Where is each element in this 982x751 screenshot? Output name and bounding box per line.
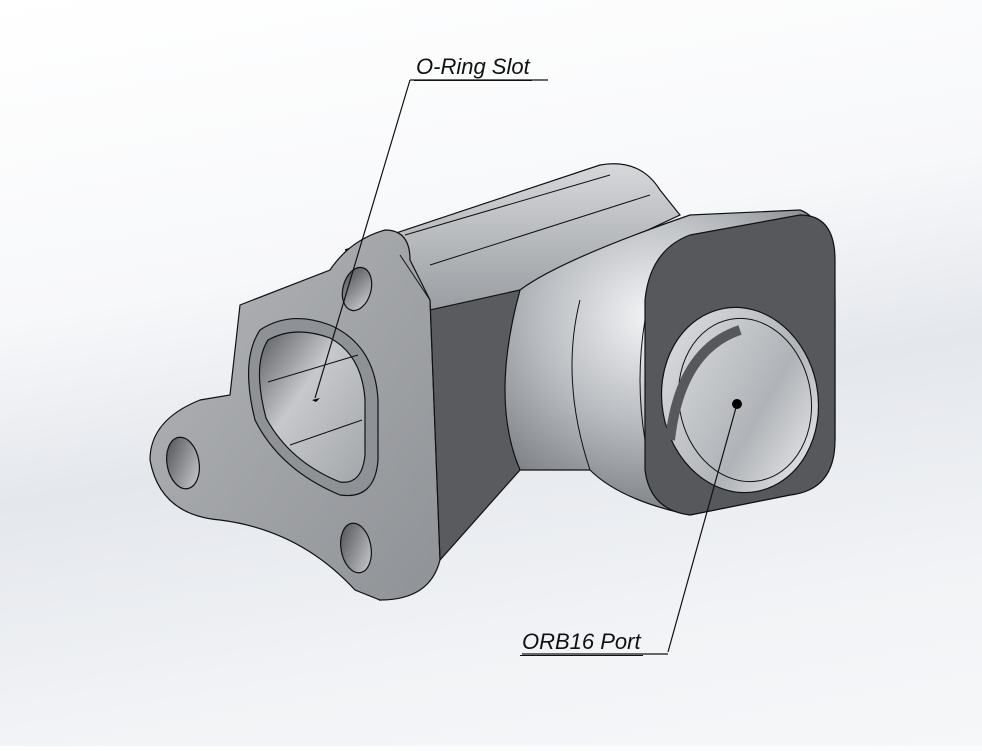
bolt-hole-top[interactable] [338,264,376,314]
orb16-leader-line [667,403,738,653]
bolt-hole-bottom[interactable] [337,521,375,575]
bolt-hole-left[interactable] [163,435,204,492]
oring-leader-line [314,79,411,399]
callout-orb16-port[interactable]: ORB16 Port [520,629,643,656]
callout-oring-slot[interactable]: O-Ring Slot [414,54,532,81]
